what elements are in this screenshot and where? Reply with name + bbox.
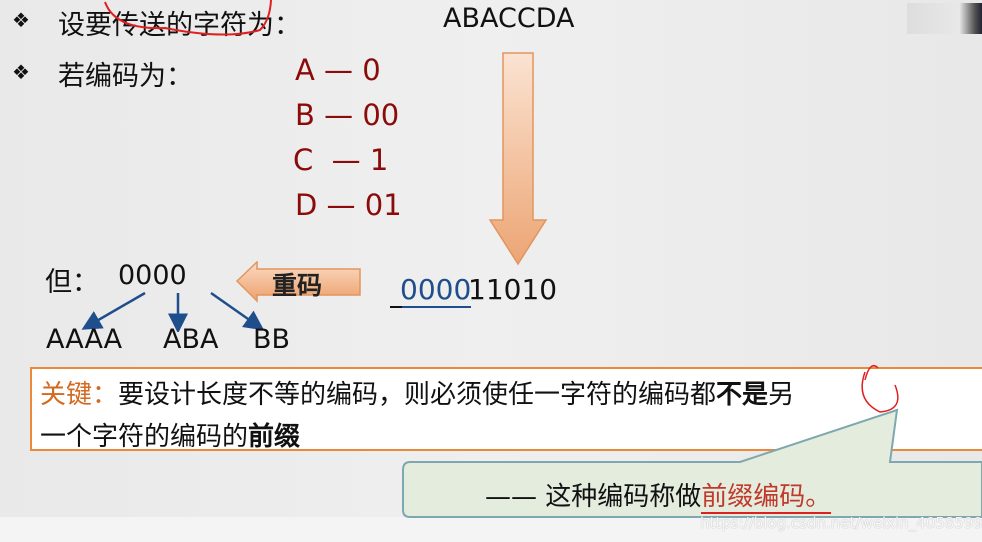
callout-bubble [402, 365, 982, 518]
watermark: https://blog.csdn.net/weixin_40585997 [700, 514, 982, 532]
code-d: D — 01 [295, 188, 402, 222]
callout-label: —— 这种编码称做 [485, 482, 702, 512]
encoded-rest: 11010 [468, 273, 558, 306]
key-text-2: 另 [768, 380, 795, 410]
diamond-bullet-icon: ❖ [12, 60, 30, 84]
ambiguous-code: 0000 [118, 260, 187, 291]
callout-text: —— 这种编码称做前缀编码。 [485, 476, 832, 514]
code-c: C — 1 [293, 143, 389, 177]
decoding-3: BB [253, 324, 291, 355]
line1-label: 设要传送的字符为： [58, 10, 301, 41]
callout-highlight: 前缀编码。 [701, 482, 832, 514]
key-line-1: 关键：要设计长度不等的编码，则必须使任一字符的编码都不是另 [40, 374, 794, 411]
key-text: 要设计长度不等的编码，则必须使任一字符的编码都 [118, 380, 717, 410]
decoding-1: AAAA [46, 324, 123, 355]
underline [390, 306, 402, 308]
key-line-2: 一个字符的编码的前缀 [40, 416, 300, 453]
line2-label: 若编码为： [58, 61, 193, 92]
key-prefix: 关键： [40, 380, 119, 410]
code-b: B — 00 [295, 98, 400, 132]
duplicate-code-label: 重码 [272, 271, 323, 300]
left-arrow-icon [235, 261, 361, 303]
code-a: A — 0 [295, 53, 381, 87]
key-bold-prefix: 前缀 [248, 422, 301, 452]
key-text-3: 一个字符的编码的 [40, 422, 249, 452]
down-arrow-icon [488, 52, 548, 266]
webcam-thumbnail [907, 3, 982, 34]
message-string: ABACCDA [443, 3, 575, 34]
decoding-2: ABA [163, 324, 219, 355]
key-bold-not: 不是 [716, 380, 769, 410]
encoded-prefix: 0000 [400, 273, 472, 308]
diamond-bullet-icon: ❖ [12, 8, 30, 32]
but-label: 但： [45, 267, 99, 298]
decoding-arrows-icon [81, 291, 265, 332]
handwritten-mark-icon [104, 0, 272, 36]
